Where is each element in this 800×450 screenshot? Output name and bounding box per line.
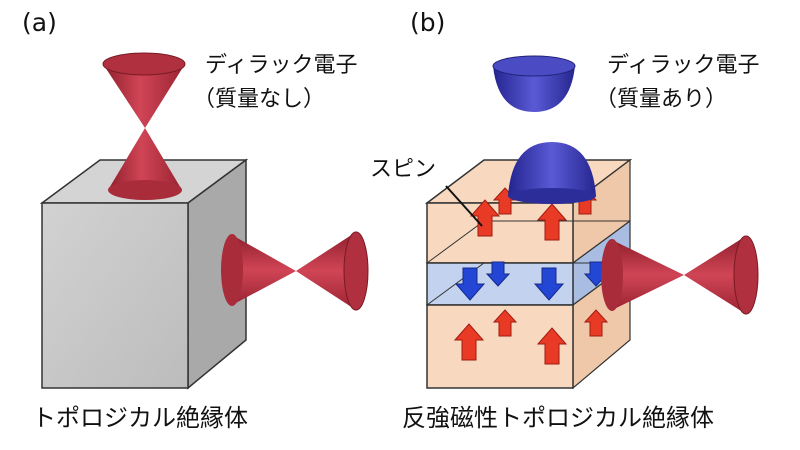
panel-a-caption: トポロジカル絶縁体 [32,404,248,432]
spin-label: スピン [370,157,437,182]
spin-pointer-line [445,185,483,227]
massless-dirac-cone-top [102,52,186,200]
massless-dirac-cone-side [221,231,369,311]
panel-b-dirac-label-line2: （質量あり） [595,87,728,112]
panel-b-dirac-label-line1: ディラック電子 [607,53,760,78]
spin-arrows [453,187,609,365]
massive-dirac-surface-top [508,142,596,204]
panel-a-label: (a) [22,8,57,37]
massless-dirac-cone-side-b [601,235,759,315]
panel-a-cube [39,158,249,390]
panel-a-dirac-label-line1: ディラック電子 [205,53,358,78]
massive-dirac-surface-upper [492,55,576,112]
panel-b-caption: 反強磁性トポロジカル絶縁体 [402,404,714,432]
panel-b-label: (b) [410,8,446,37]
panel-a-dirac-label-line2: （質量なし） [193,87,326,112]
